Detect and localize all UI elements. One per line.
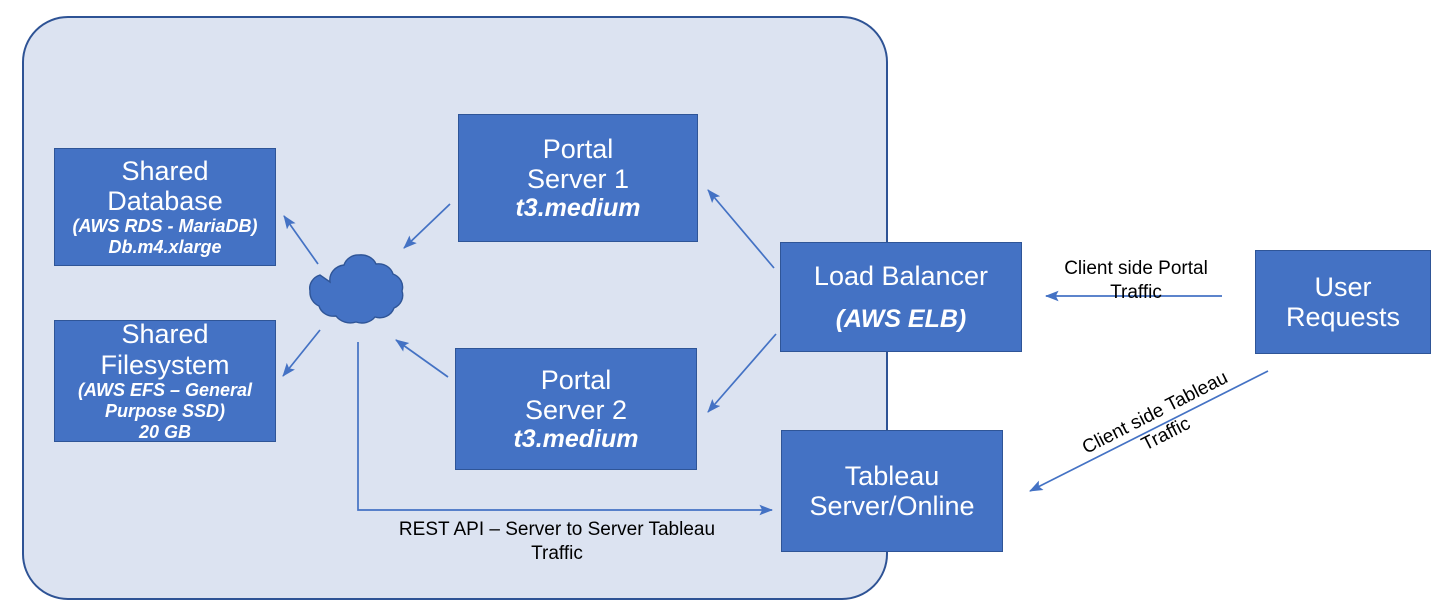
node-title: Portal: [540, 364, 612, 395]
edge-label-client-side-portal-traffic: Client side Portal Traffic: [1064, 258, 1208, 304]
node-title: Tableau: [844, 460, 940, 491]
node-title: Load Balancer: [813, 260, 989, 291]
node-user-requests[interactable]: User Requests: [1255, 250, 1431, 354]
node-shared-filesystem[interactable]: Shared Filesystem (AWS EFS – General Pur…: [54, 319, 276, 442]
node-title-line2: Server 2: [524, 395, 628, 425]
cloud-icon: [309, 254, 404, 324]
node-title: Shared: [121, 155, 209, 186]
aws-vpc-boundary: [22, 16, 888, 600]
node-subtitle: t3.medium: [513, 425, 639, 454]
node-title: Shared: [121, 319, 209, 350]
node-subtitle-line2: Db.m4.xlarge: [108, 237, 222, 258]
node-subtitle: (AWS RDS - MariaDB): [72, 216, 258, 237]
node-shared-database[interactable]: Shared Database (AWS RDS - MariaDB) Db.m…: [54, 148, 276, 266]
node-subtitle-line3: 20 GB: [138, 421, 192, 442]
node-subtitle-line2: Purpose SSD): [104, 400, 226, 421]
node-load-balancer[interactable]: Load Balancer (AWS ELB): [780, 242, 1022, 352]
node-title-line2: Server/Online: [809, 491, 975, 521]
node-subtitle: t3.medium: [515, 194, 641, 223]
node-title-line2: Requests: [1285, 302, 1401, 332]
node-portal-server-2[interactable]: Portal Server 2 t3.medium: [455, 348, 697, 470]
node-title: Portal: [542, 133, 614, 164]
node-subtitle: (AWS EFS – General: [77, 379, 253, 400]
node-title: User: [1314, 271, 1372, 302]
node-title-line2: Database: [107, 186, 223, 217]
node-title-line2: Server 1: [526, 164, 630, 194]
node-subtitle: (AWS ELB): [835, 305, 967, 334]
network-cloud: [296, 248, 420, 344]
node-title-line2: Filesystem: [100, 349, 230, 380]
node-portal-server-1[interactable]: Portal Server 1 t3.medium: [458, 114, 698, 242]
edge-label-client-side-tableau-traffic: Client side Tableau Traffic: [1079, 367, 1232, 459]
edge-label-rest-api: REST API – Server to Server Tableau Traf…: [398, 519, 716, 565]
node-tableau-server[interactable]: Tableau Server/Online: [781, 430, 1003, 552]
